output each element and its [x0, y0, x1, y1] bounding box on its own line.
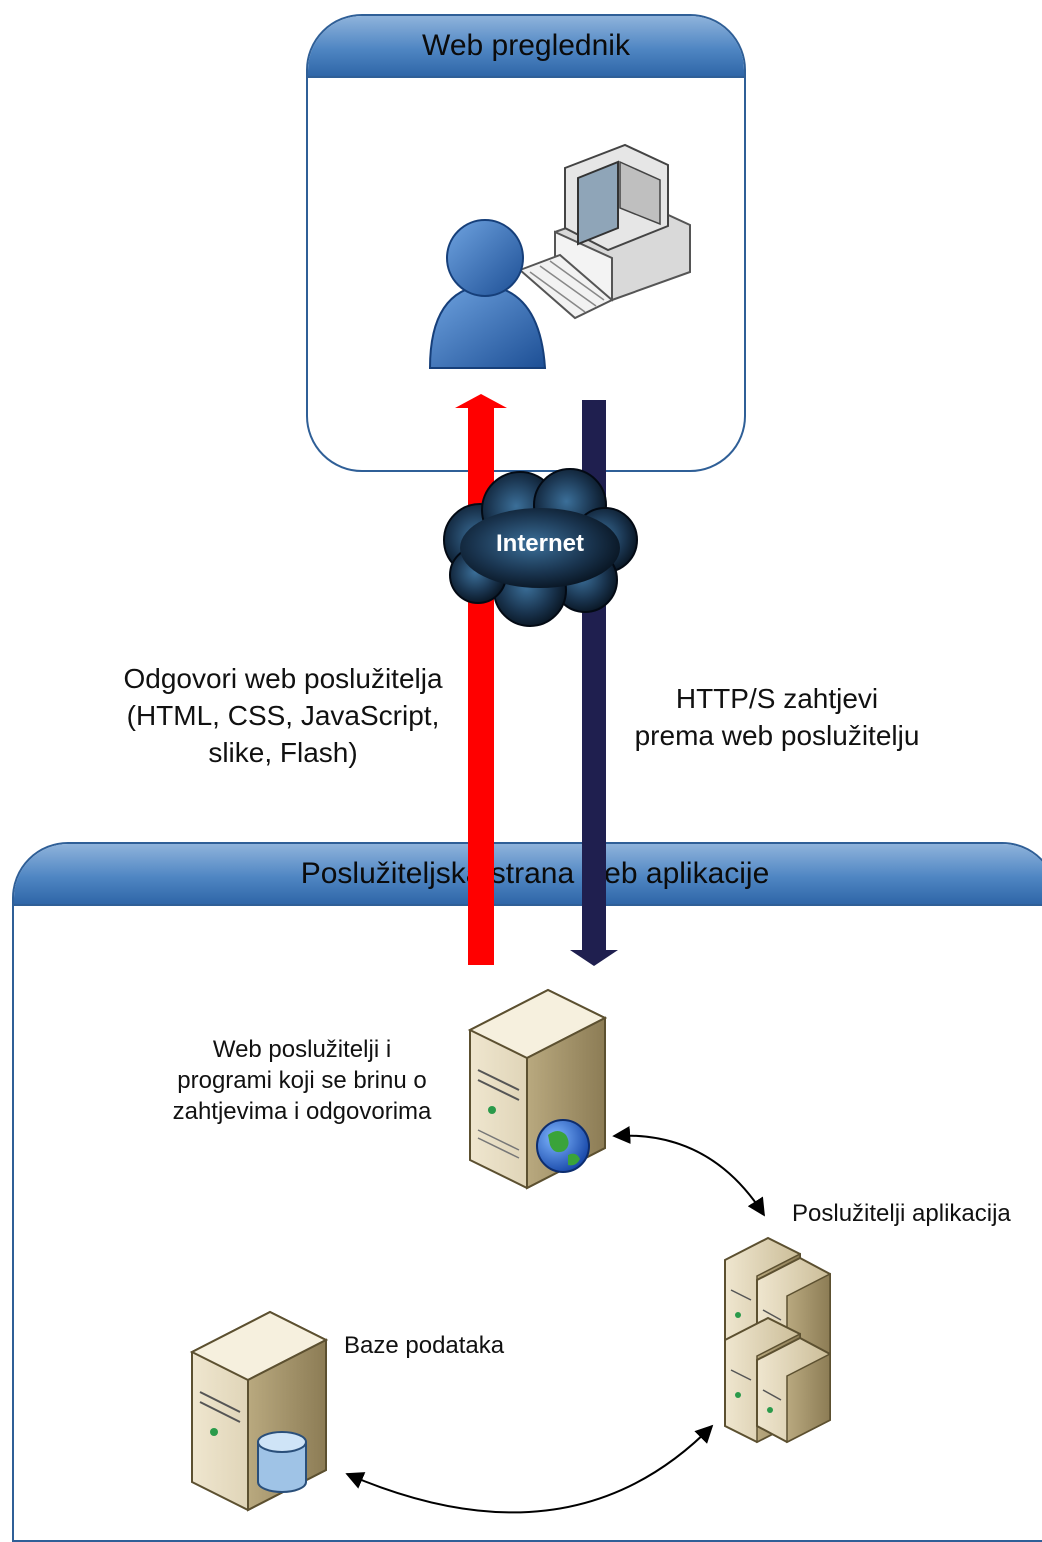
app-servers-label: Poslužitelji aplikacija: [792, 1200, 1011, 1227]
browser-panel-title: Web preglednik: [308, 16, 744, 78]
responses-line-2: (HTML, CSS, JavaScript,: [126, 700, 440, 731]
user-icon: [428, 219, 547, 369]
workstation-icon: [518, 143, 691, 320]
requests-line-2: prema web poslužitelju: [634, 720, 920, 751]
globe-icon: [536, 1119, 590, 1173]
cloud-icon: [443, 468, 638, 627]
requests-line-1: HTTP/S zahtjevi: [675, 683, 879, 714]
requests-label: HTTP/S zahtjevi prema web poslužitelju: [612, 680, 942, 754]
web-to-app-connector: [612, 1126, 765, 1217]
databases-label: Baze podataka: [344, 1332, 505, 1359]
server-panel-title: Poslužiteljska strana web aplikacije: [14, 844, 1042, 906]
responses-line-3: slike, Flash): [208, 737, 358, 768]
app-to-db-connector: [345, 1424, 714, 1514]
web-servers-line-3: zahtjevima i odgovorima: [172, 1098, 432, 1125]
web-servers-line-2: programi koji se brinu o: [177, 1067, 427, 1094]
internet-label: Internet: [495, 530, 584, 557]
web-servers-label: Web poslužitelji i programi koji se brin…: [152, 1034, 452, 1127]
app-server-cluster-icon: [724, 1236, 831, 1444]
database-cylinder-icon: [257, 1431, 307, 1493]
responses-label: Odgovori web poslužitelja (HTML, CSS, Ja…: [98, 660, 468, 771]
web-servers-line-1: Web poslužitelji i: [212, 1036, 392, 1063]
responses-line-1: Odgovori web poslužitelja: [123, 663, 443, 694]
